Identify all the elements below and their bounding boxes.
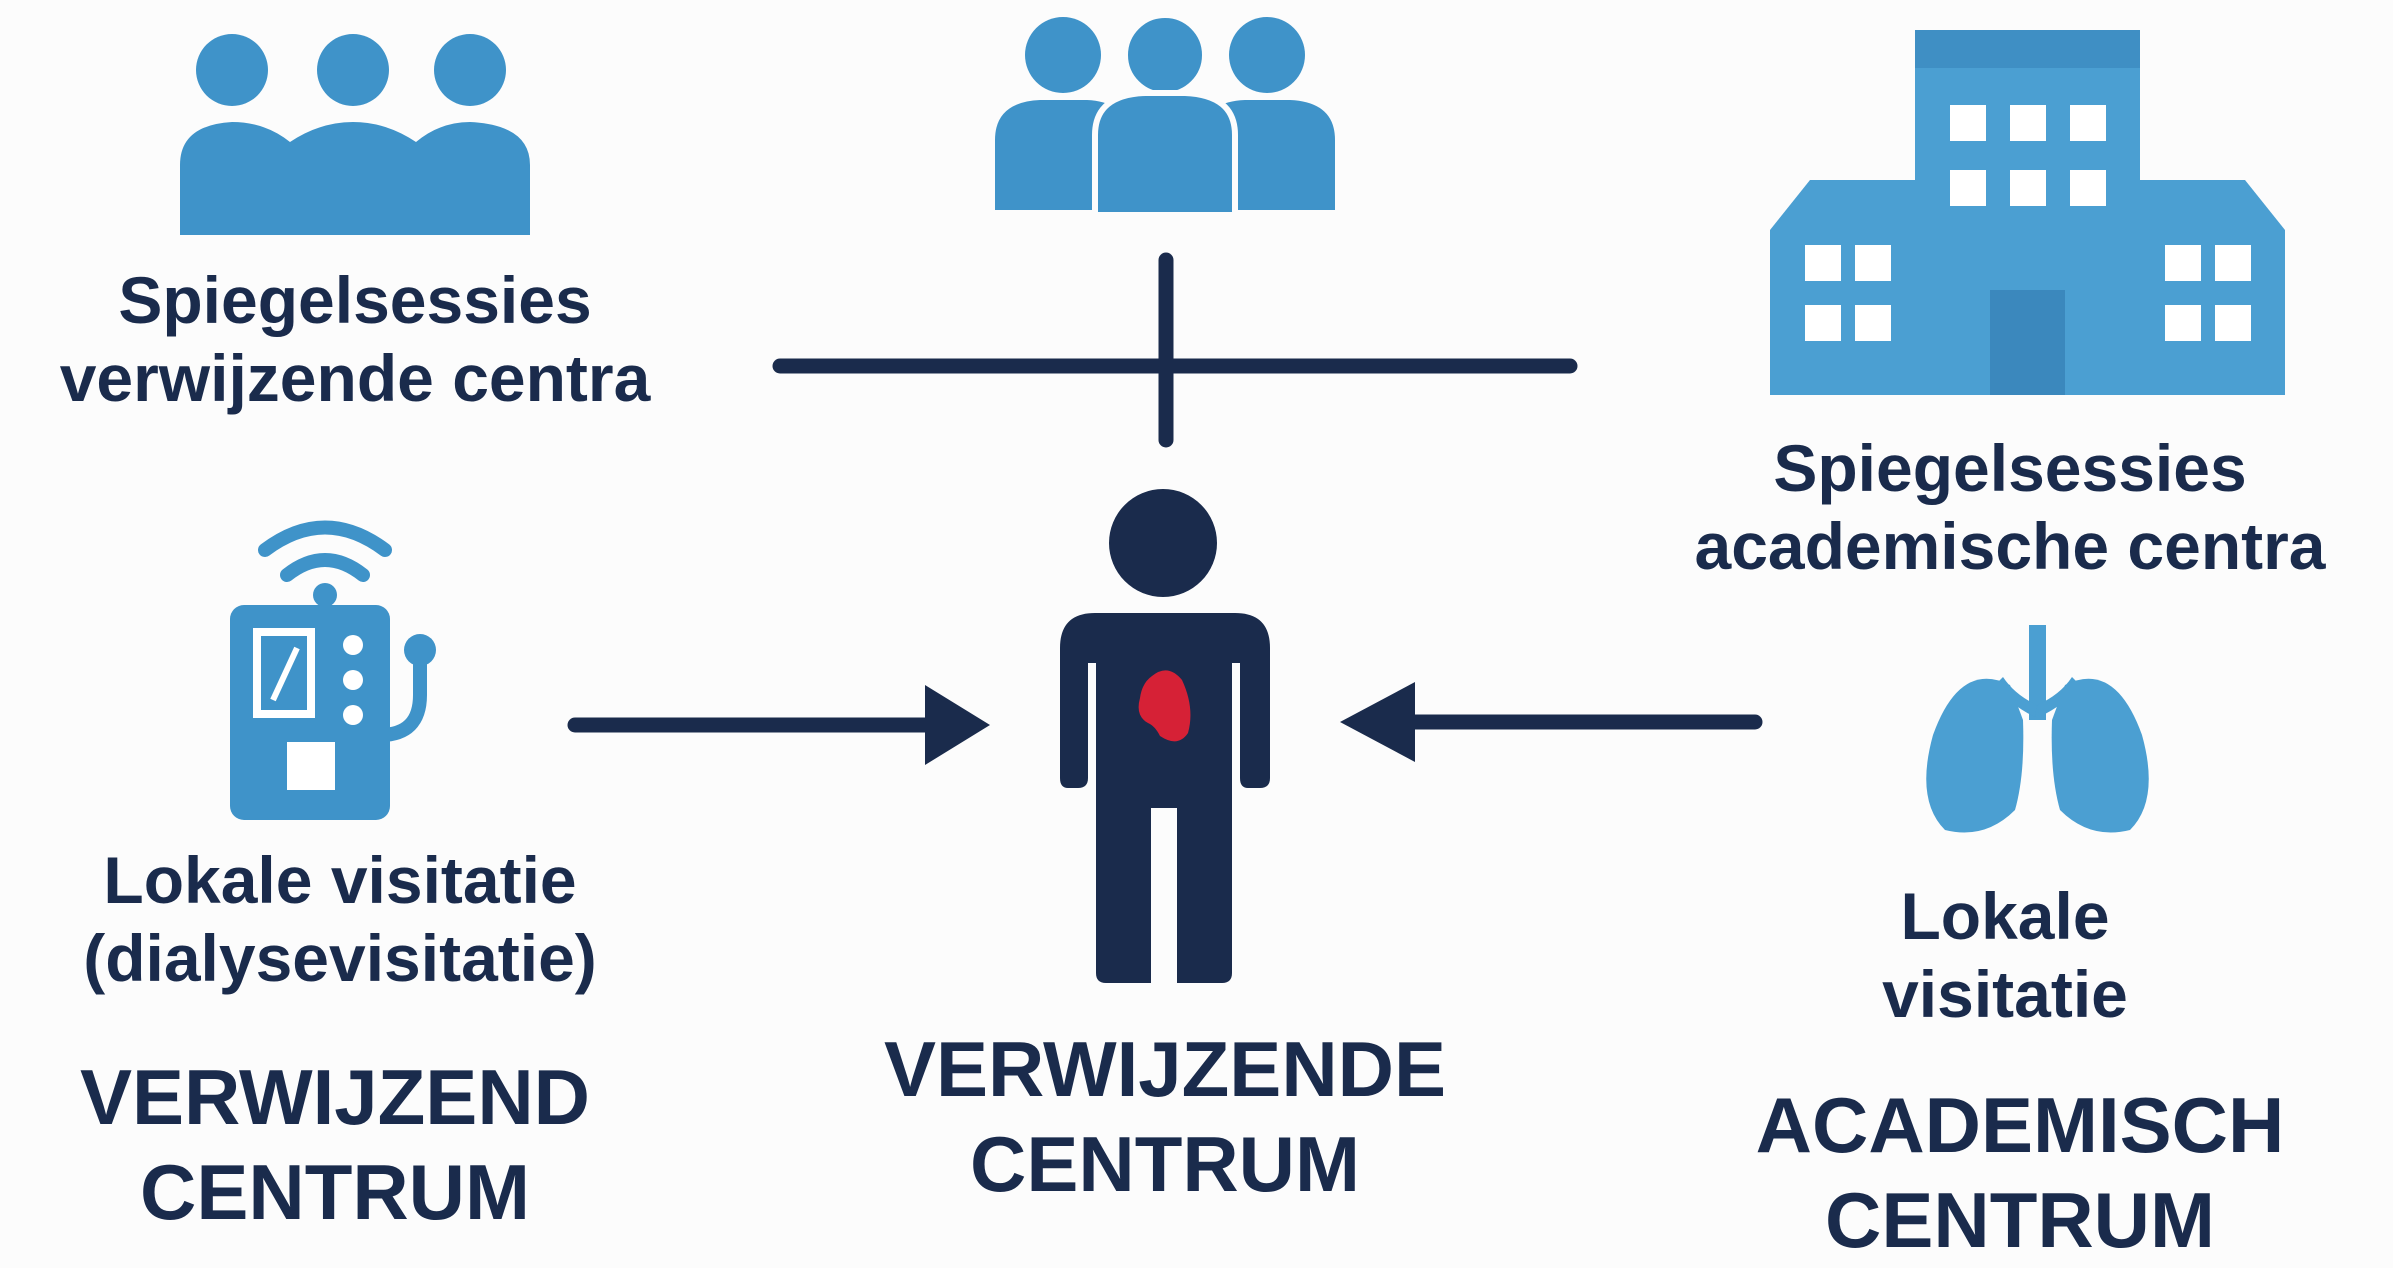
kidney-icon [1138, 670, 1191, 742]
referring-visit-label: Lokale visitatie (dialysevisitatie) [83, 843, 597, 995]
referring-center-heading: VERWIJZEND CENTRUM [80, 1053, 590, 1237]
patient-icon [1060, 489, 1270, 983]
lungs-icon [1926, 625, 2149, 833]
arrow-left-head [1340, 682, 1415, 762]
arrow-right-head [925, 685, 990, 765]
academic-visit-label: Lokale visitatie [1882, 879, 2128, 1031]
academic-center-heading: ACADEMISCH CENTRUM [1755, 1081, 2285, 1265]
dialysis-machine-icon [230, 520, 436, 820]
center-heading: VERWIJZENDE CENTRUM [884, 1025, 1446, 1209]
group-icon [180, 34, 530, 235]
team-icon [995, 12, 1335, 218]
hospital-icon [1770, 30, 2285, 395]
academic-mirror-label: Spiegelsessies academische centra [1694, 431, 2326, 583]
referring-mirror-label: Spiegelsessies verwijzende centra [59, 263, 651, 415]
